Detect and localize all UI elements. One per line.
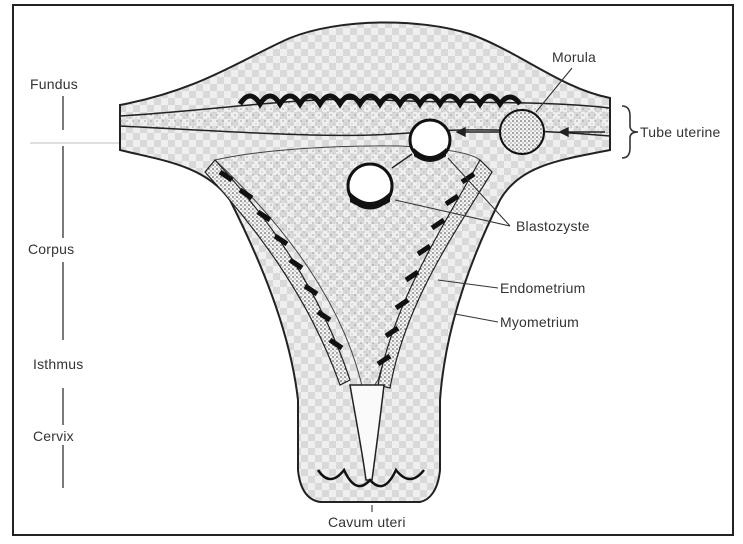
label-morula: Morula <box>552 49 596 65</box>
blastocyst-upper <box>410 120 450 162</box>
label-tube-uterine: Tube uterine <box>640 124 721 140</box>
label-corpus: Corpus <box>28 241 74 257</box>
label-cervix: Cervix <box>33 428 74 444</box>
blastocyst-lower <box>348 164 392 208</box>
morula <box>500 110 544 154</box>
label-endometrium: Endometrium <box>500 280 585 296</box>
label-myometrium: Myometrium <box>500 314 579 330</box>
label-blastocyste: Blastozyste <box>516 218 590 234</box>
label-fundus: Fundus <box>30 76 78 92</box>
label-cavum-uteri: Cavum uteri <box>328 514 406 530</box>
label-isthmus: Isthmus <box>33 356 83 372</box>
